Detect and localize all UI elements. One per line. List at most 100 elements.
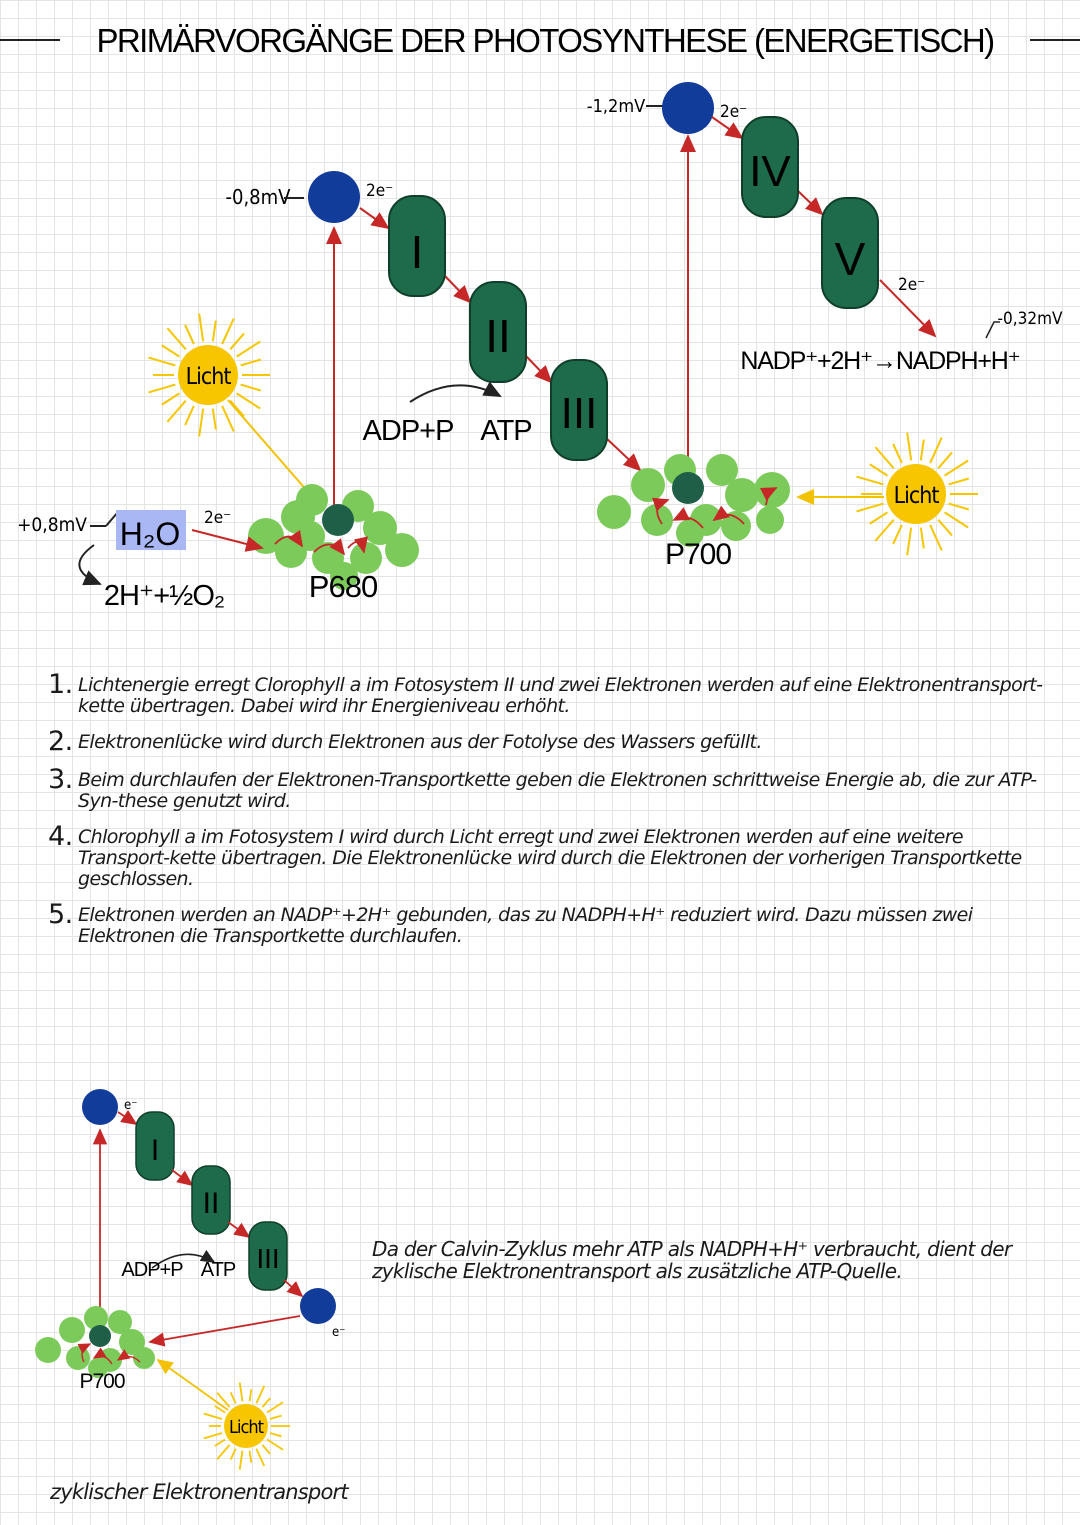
electron-carrier-cyclic: [300, 1288, 336, 1324]
nadp-reaction: NADP⁺+2H⁺→NADPH+H⁺: [740, 347, 1019, 375]
svg-text:IV: IV: [749, 147, 791, 196]
sun-ray: [869, 463, 888, 477]
potential-label-minus-032: -0,32mV: [998, 309, 1063, 329]
complex-I: I: [388, 195, 446, 297]
sun-ray: [948, 502, 970, 511]
sun-ray: [919, 527, 925, 549]
sun-ray: [248, 1389, 253, 1402]
sun-ray: [214, 1438, 226, 1447]
sun-ray: [184, 405, 195, 426]
explanation-notes: 1. Lichtenergie erregt Clorophyll a im F…: [48, 669, 1053, 959]
sun-ray: [221, 318, 235, 345]
p700-label: P700: [79, 1370, 124, 1393]
sun-ray: [874, 446, 895, 469]
adp-p-label: ADP+P: [363, 415, 454, 447]
electron-label: 2e⁻: [898, 275, 925, 295]
sun-ray: [937, 519, 953, 537]
note-1: 1. Lichtenergie erregt Clorophyll a im F…: [48, 669, 1043, 717]
sun-ray: [269, 1414, 282, 1420]
reaction-center-p700: [672, 472, 704, 504]
sun-icon: Licht: [203, 1382, 290, 1470]
sun-ray: [856, 502, 884, 513]
svg-text:I: I: [411, 226, 424, 278]
sun-ray: [198, 313, 205, 342]
photosystem-ii: [248, 484, 419, 590]
complex-III: III: [550, 359, 608, 461]
sun-ray: [266, 1401, 284, 1414]
sun-ray: [203, 1412, 223, 1420]
note-5: 5. Elektronen werden an NADP⁺+2H⁺ gebund…: [48, 899, 973, 947]
sun-ray: [211, 408, 217, 430]
p680-label: P680: [309, 569, 378, 604]
sun-ray: [166, 400, 187, 423]
note-2: 2. Elektronenlücke wird durch Elektronen…: [48, 726, 762, 757]
electron-label: 2e⁻: [720, 102, 747, 122]
water-products-label: 2H⁺+½O₂: [104, 580, 224, 612]
svg-text:III: III: [256, 1243, 279, 1274]
sun-ray: [211, 320, 217, 342]
complex-III-cyclic: III: [248, 1221, 288, 1291]
sun-ray: [255, 1448, 266, 1467]
water-highlight: [116, 510, 186, 550]
water-label: H₂O: [120, 516, 180, 552]
potential-label-minus-12: -1,2mV: [587, 96, 645, 117]
svg-text:II: II: [485, 310, 511, 362]
sun-ray: [238, 1450, 244, 1470]
complex-IV: IV: [741, 116, 799, 218]
sun-ray: [161, 392, 180, 406]
complex-II-cyclic: II: [191, 1165, 231, 1235]
reaction-center-p700: [89, 1325, 111, 1347]
complex-II: II: [469, 281, 527, 383]
sun-ray: [240, 383, 262, 392]
electron-label: e⁻: [124, 1098, 137, 1113]
sun-ray: [906, 432, 913, 461]
sun-ray: [929, 437, 943, 464]
note-3: 3. Beim durchlaufen der Elektronen-Trans…: [48, 764, 1037, 812]
sun-ray: [216, 1444, 231, 1460]
sun-ray: [221, 405, 235, 432]
sun-ray: [255, 1385, 266, 1404]
atp-label: ATP: [201, 1259, 236, 1281]
sun-ray: [948, 477, 970, 486]
cyclic-caption: zyklischer Elektronentransport: [50, 1480, 349, 1504]
note-4: 4. Chlorophyll a im Fotosystem I wird du…: [48, 821, 1022, 890]
p700-label: P700: [665, 538, 731, 571]
potential-label-plus-08: +0,8mV: [17, 514, 87, 536]
sun-ray: [892, 443, 903, 464]
photosystem-i-cyclic: [35, 1306, 155, 1378]
page-title: PRIMÄRVORGÄNGE DER PHOTOSYNTHESE (ENERGE…: [97, 22, 994, 59]
electron-label: 2e⁻: [204, 508, 231, 528]
electron-label: 2e⁻: [366, 181, 393, 201]
sun-ray: [266, 1438, 284, 1451]
sun-ray: [216, 1392, 231, 1408]
sun-ray: [198, 408, 205, 437]
sun-ray: [184, 324, 195, 345]
sun-ray: [944, 511, 969, 529]
atp-label: ATP: [480, 415, 531, 447]
complex-I-cyclic: I: [135, 1111, 175, 1181]
electron-acceptor-psii: [308, 171, 360, 223]
sun-ray: [929, 524, 943, 551]
adp-p-label: ADP+P: [121, 1259, 183, 1281]
sun-ray: [148, 383, 176, 394]
cyclic-side-note: Da der Calvin-Zyklus mehr ATP als NADPH+…: [372, 1237, 1012, 1283]
sun-ray: [240, 358, 262, 367]
sun-ray: [269, 1432, 282, 1438]
complex-V: V: [821, 197, 879, 309]
sun-ray: [148, 356, 176, 367]
svg-text:III: III: [561, 389, 598, 438]
sun-ray: [892, 524, 903, 545]
licht-label: Licht: [894, 483, 940, 509]
reaction-center-p680: [322, 504, 354, 536]
electron-acceptor-psi: [662, 82, 714, 134]
electron-label: e⁻: [332, 1325, 345, 1340]
sun-ray: [937, 451, 953, 469]
sun-ray: [248, 1450, 253, 1463]
sun-ray: [229, 332, 245, 350]
sun-ray: [229, 400, 245, 418]
svg-text:II: II: [203, 1187, 220, 1220]
svg-text:I: I: [151, 1134, 159, 1167]
sun-ray: [214, 1405, 226, 1414]
sun-ray: [944, 459, 969, 477]
